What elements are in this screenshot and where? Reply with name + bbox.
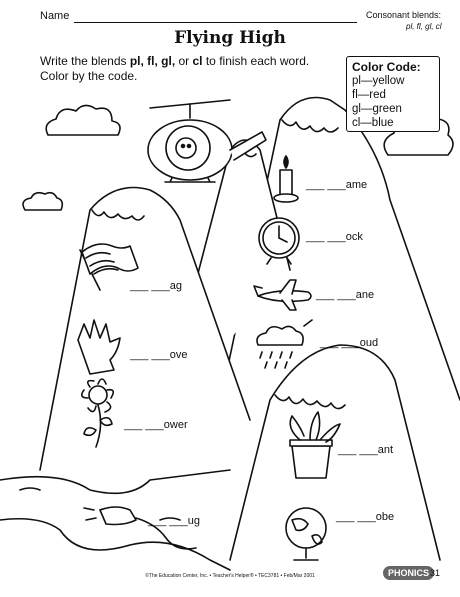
name-label: Name (40, 10, 70, 22)
page-title: Flying High (174, 28, 286, 48)
glove-icon (77, 319, 121, 375)
river-top (0, 469, 231, 495)
phonics-badge: PHONICS (383, 566, 435, 580)
blends-heading: Consonant blends: (366, 10, 442, 20)
flower-icon (80, 378, 115, 448)
color-code-box: Color Code: pl—yellow fl—red gl—green cl… (346, 56, 440, 132)
rain-cloud-icon (256, 319, 313, 369)
airplane-icon (253, 279, 312, 311)
color-code-cl: cl—blue (352, 117, 394, 129)
color-code-fl: fl—red (352, 89, 386, 101)
page-number: 31 (430, 568, 441, 578)
word-flame[interactable]: ___ ___ame (306, 179, 368, 191)
color-code-pl: pl—yellow (352, 75, 405, 87)
instructions-blend-cl: cl (192, 54, 203, 68)
word-plant[interactable]: ___ ___ant (338, 444, 394, 456)
clock-icon (258, 217, 300, 265)
instructions-line-2: Color by the code. (40, 69, 138, 83)
word-plane[interactable]: ___ ___ane (316, 289, 375, 301)
word-clock[interactable]: ___ ___ock (306, 231, 363, 243)
helicopter-icon (147, 99, 267, 183)
blends-list: pl, fl, gl, cl (406, 22, 442, 31)
candle-icon (273, 155, 299, 203)
potted-plant-icon (289, 411, 341, 479)
instructions-text-2: to finish each word. (202, 54, 310, 68)
instructions-or: or (175, 54, 193, 68)
cloud-small (22, 191, 64, 211)
consonant-blends-label: Consonant blends: pl, fl, gl, cl (366, 10, 442, 32)
globe-icon (285, 507, 327, 561)
footer-credit: ©The Education Center, Inc. • Teacher's … (145, 573, 315, 579)
instructions-text-1: Write the blends (40, 54, 130, 68)
color-code-title: Color Code: (352, 60, 421, 74)
word-cloud[interactable]: ___ ___oud (320, 337, 379, 349)
river-bottom (0, 517, 231, 571)
word-flower[interactable]: ___ ___ower (124, 419, 188, 431)
cloud-left (45, 104, 121, 136)
word-flag[interactable]: ___ ___ag (130, 280, 182, 292)
word-globe[interactable]: ___ ___obe (336, 511, 395, 523)
word-plug[interactable]: ___ ___ug (148, 515, 200, 527)
word-glove[interactable]: ___ ___ove (130, 349, 188, 361)
mountain-bottom (229, 344, 441, 561)
instructions-blends: pl, fl, gl, (129, 54, 176, 68)
color-code-gl: gl—green (352, 103, 402, 115)
name-field[interactable] (74, 22, 357, 23)
instructions: Write the blends pl, fl, gl, or cl to fi… (40, 54, 340, 84)
plug-icon (83, 506, 197, 550)
flag-icon (79, 243, 139, 291)
